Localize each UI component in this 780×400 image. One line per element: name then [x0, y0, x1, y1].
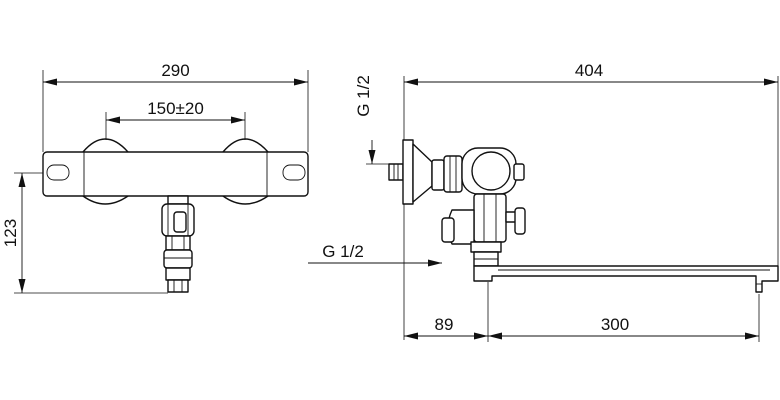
side-spout [473, 265, 779, 293]
dim-width-label: 290 [161, 61, 189, 80]
front-outlet-assembly [161, 195, 195, 293]
dim-wall-offset-label: 89 [435, 315, 454, 334]
dim-height-label: 123 [1, 219, 20, 247]
mixer-body [42, 151, 309, 197]
side-inlet-connector [388, 139, 463, 205]
side-view: 404 G 1/2 G 1/2 89 300 [308, 61, 779, 342]
dim-spout-label: 300 [601, 315, 629, 334]
right-end-slot [282, 164, 306, 181]
dim-width: 290 [42, 61, 309, 152]
inlet-thread-callout: G 1/2 [354, 75, 389, 165]
dim-length-label: 404 [575, 61, 603, 80]
dim-centers: 150±20 [105, 99, 246, 140]
dim-bottom-chain: 89 300 [404, 282, 760, 342]
dim-centers-label: 150±20 [147, 99, 204, 118]
left-end-slot [46, 164, 70, 181]
outlet-thread-callout: G 1/2 [308, 242, 442, 267]
dim-height: 123 [1, 172, 168, 294]
inlet-thread-label: G 1/2 [354, 75, 373, 117]
side-valve-body [441, 193, 526, 267]
front-view: 290 150±20 123 [1, 61, 309, 294]
outlet-thread-label: G 1/2 [322, 242, 364, 261]
dim-length: 404 [403, 61, 779, 340]
side-thermostat-handle [461, 147, 525, 195]
